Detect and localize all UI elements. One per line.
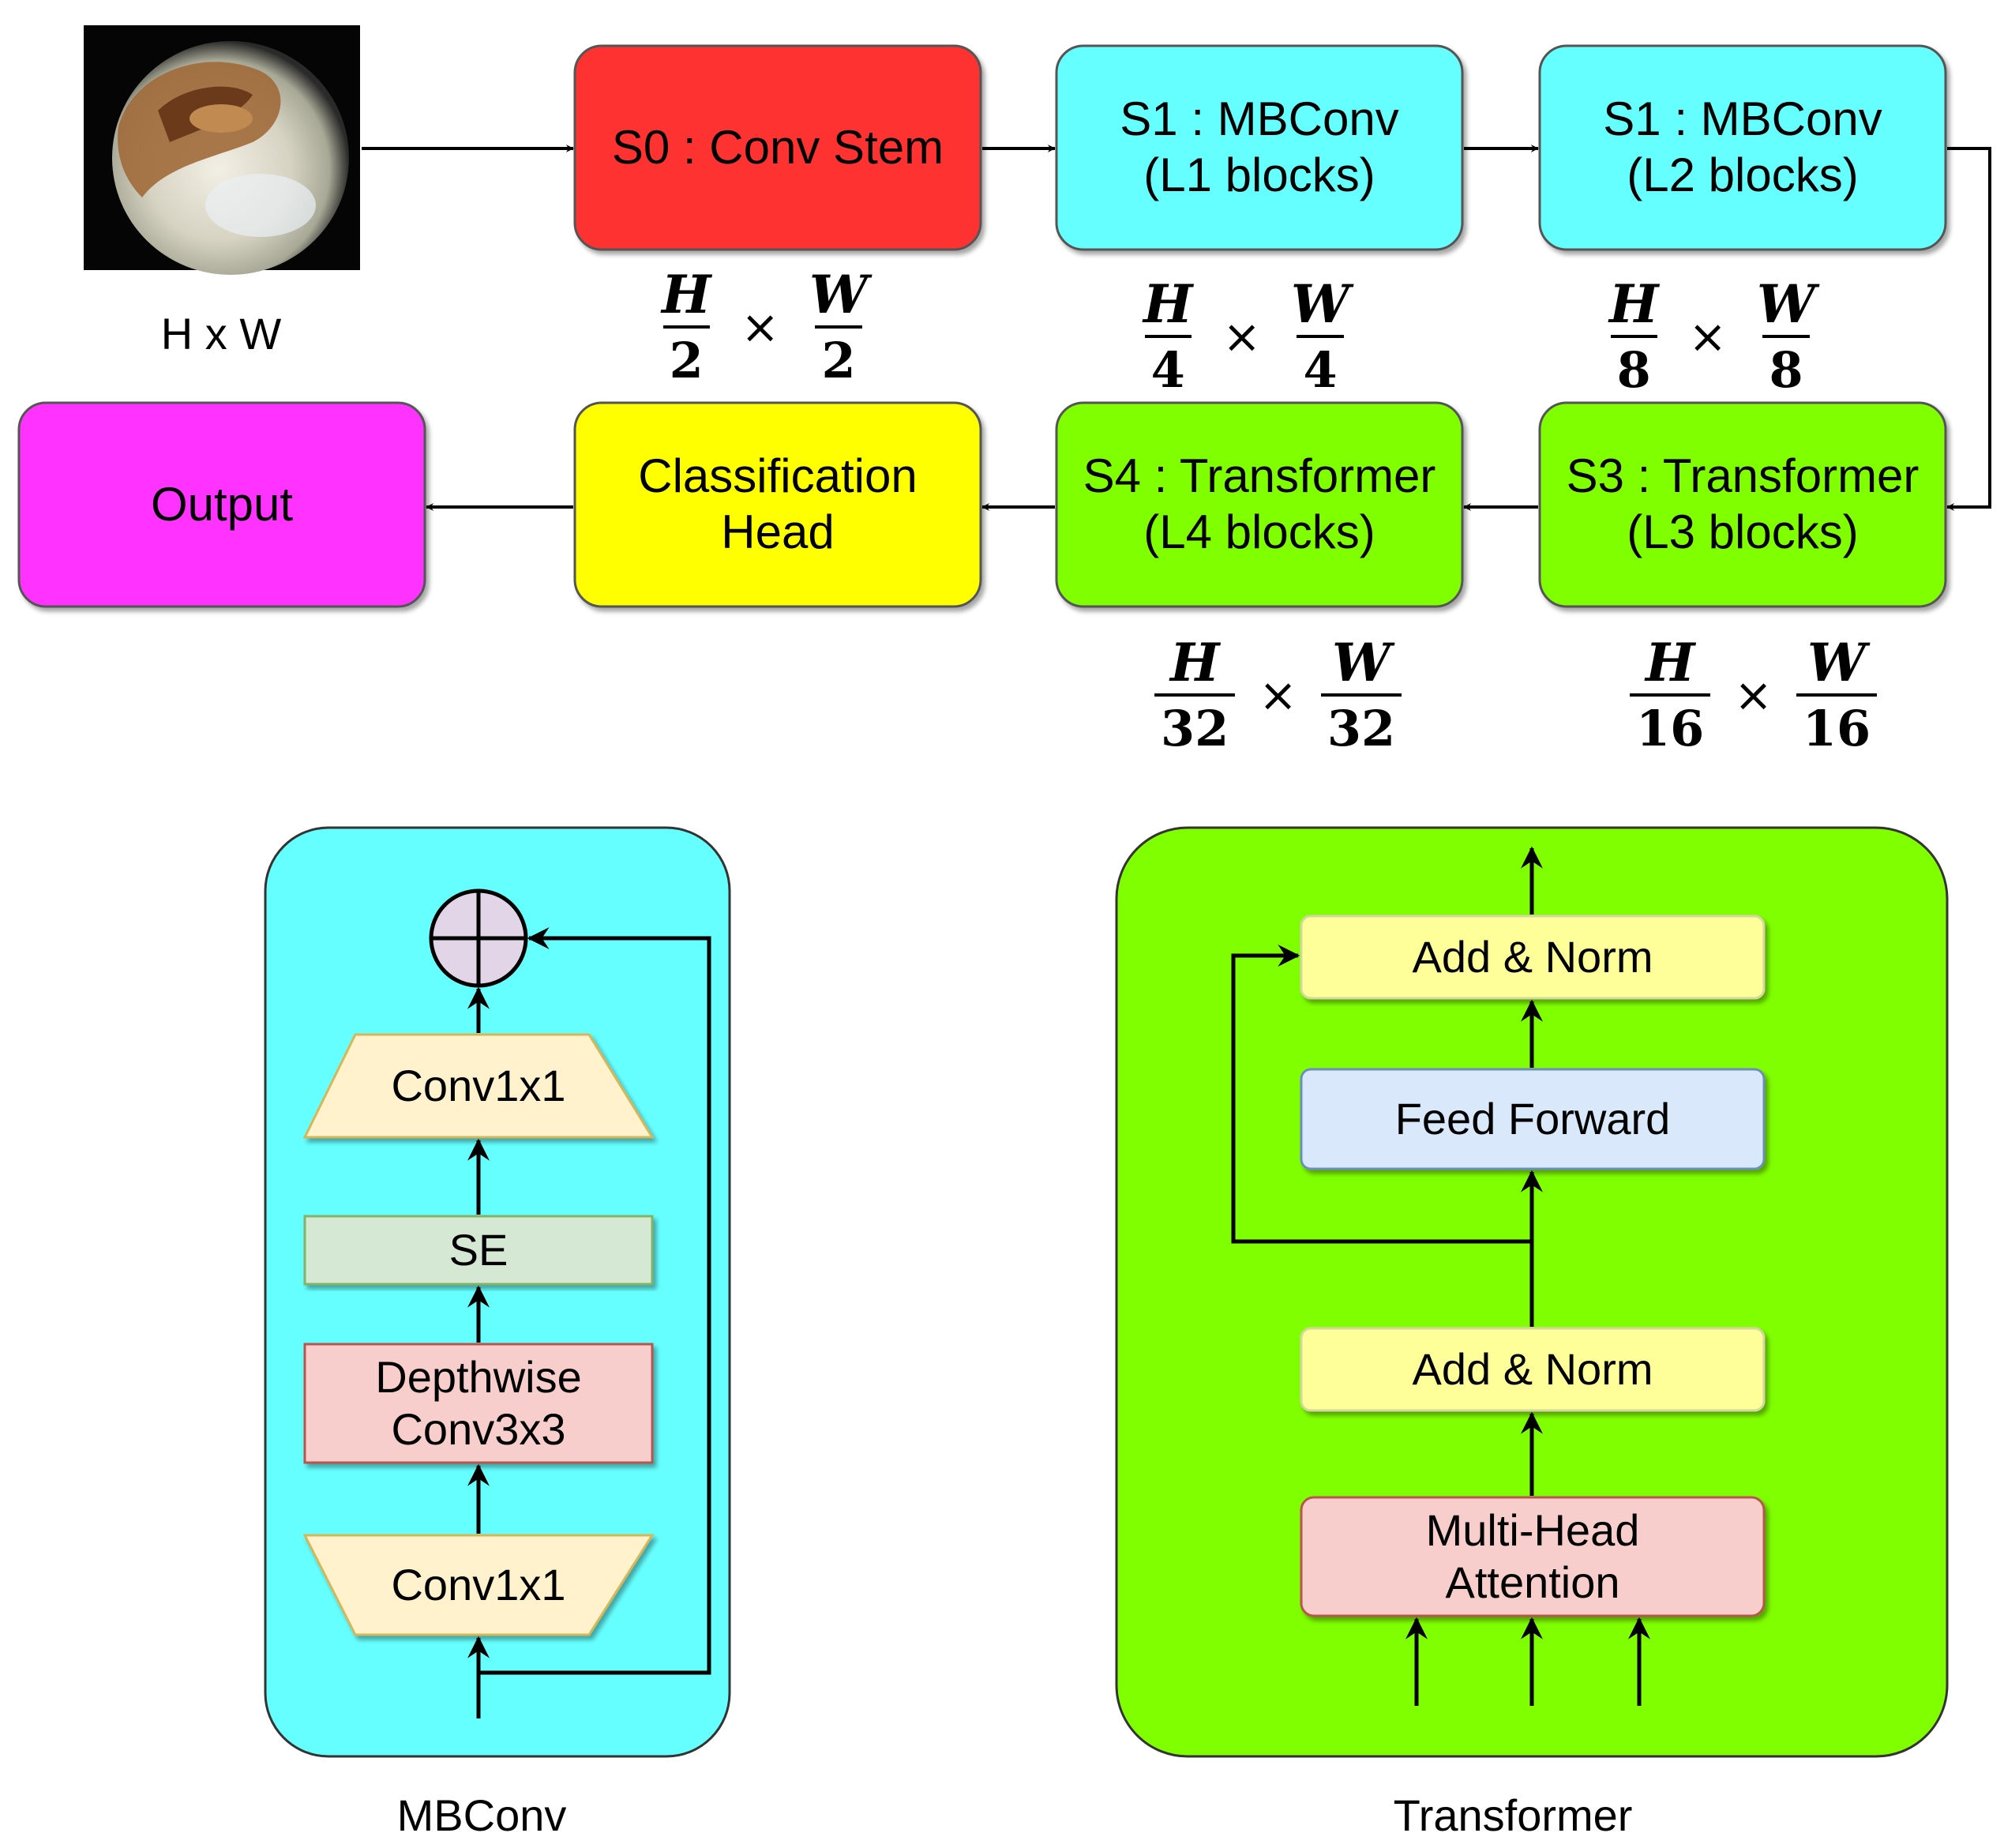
times-sign: × [1734,668,1773,722]
frac-num: W [1290,273,1350,335]
frac-den: 32 [1320,693,1402,753]
frac-num: H [1609,273,1659,335]
frac-den: 4 [1297,335,1344,395]
mbconv-stage-2-box [1538,44,1947,251]
times-sign: × [1688,310,1727,363]
input-image [84,25,360,275]
classification-head-box [573,401,982,608]
multi-head-attention-box [1300,1496,1766,1617]
mbconv-top-conv1x1-shape [302,1033,655,1139]
frac-den: 16 [1796,693,1878,753]
transformer-residual-connection [1231,945,1532,1244]
transformer-caption: Transformer [1393,1790,1633,1840]
frac-den: 4 [1144,335,1192,395]
feed-forward-box [1300,1068,1766,1170]
sum-node [429,888,528,988]
conv-stem-box [573,44,982,251]
se-box [303,1215,654,1286]
frac-den: 8 [1762,335,1810,395]
arrow-s1b-to-s3 [1946,147,1991,511]
frac-num: W [1331,632,1391,693]
frac-den: 8 [1610,335,1657,395]
input-size-label: H x W [160,309,282,359]
times-sign: × [1259,668,1297,722]
frac-den: 2 [662,325,710,385]
transformer-stage-3-box [1538,401,1947,608]
depthwise-box [303,1343,654,1464]
times-sign: × [741,300,779,354]
transformer-stage-4-box [1055,401,1464,608]
frac-den: 16 [1630,693,1711,753]
mbconv-stage-1-box [1055,44,1464,251]
frac-num: H [1169,632,1220,693]
mbconv-caption: MBConv [396,1790,567,1840]
frac-num: W [1807,632,1867,693]
add-norm-bottom-box [1300,1327,1766,1412]
frac-num: H [1143,273,1193,335]
frac-num: W [1756,273,1816,335]
frac-den: 32 [1154,693,1236,753]
output-box [17,401,426,608]
frac-num: H [1645,632,1695,693]
mbconv-bottom-conv1x1-shape [302,1534,655,1636]
add-norm-top-box [1300,915,1766,1000]
times-sign: × [1222,310,1261,363]
mbconv-skip-connection [478,927,711,1675]
frac-num: H [662,264,711,325]
frac-den: 2 [815,325,862,385]
frac-num: W [809,264,869,325]
